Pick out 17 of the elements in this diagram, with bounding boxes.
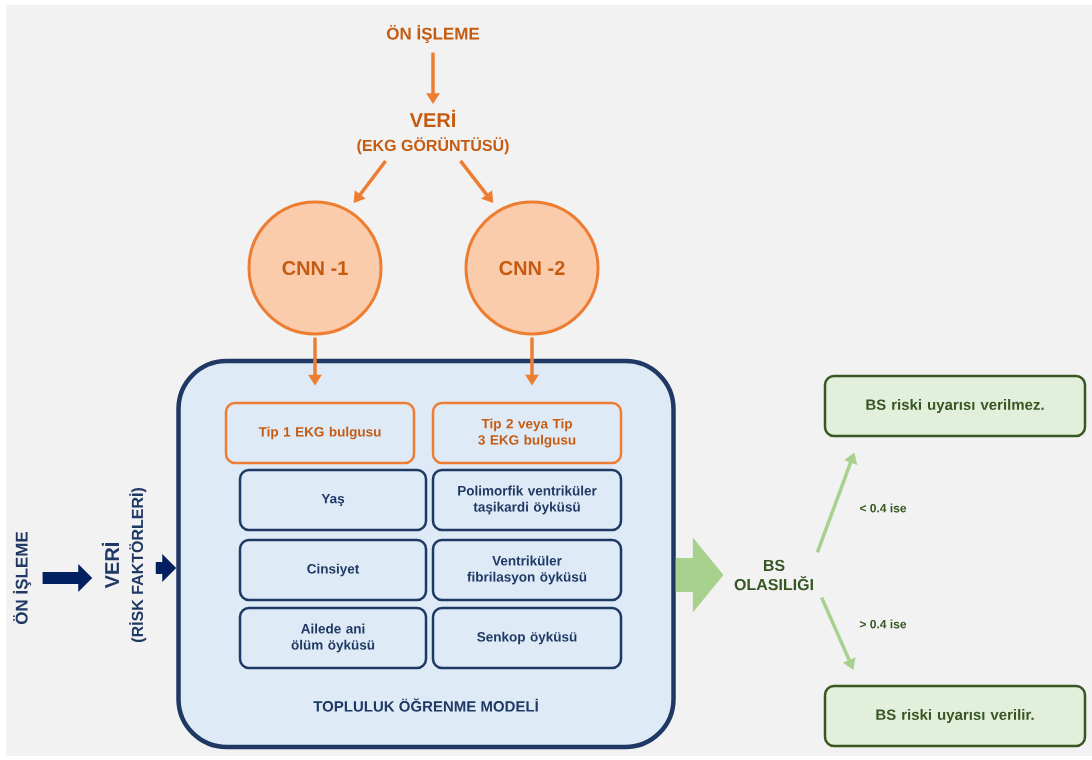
risk-factor-box: Senkop öyküsü — [431, 606, 623, 670]
risk-factor-box: Polimorfik ventriküler taşikardi öyküsü — [431, 468, 623, 532]
label-text: ÖN İŞLEME — [386, 24, 480, 44]
risk-factor-box: Ventriküler fibrilasyon öyküsü — [431, 538, 623, 602]
edge-label: < 0.4 ise — [858, 502, 908, 514]
risk-factor-box: Yaş — [238, 468, 428, 532]
risk-factor-box: Ailede ani ölüm öyküsü — [238, 606, 428, 670]
result-box: BS riski uyarısı verilir. — [823, 684, 1087, 748]
result-box: BS riski uyarısı verilmez. — [823, 374, 1087, 438]
edge-label: > 0.4 ise — [858, 618, 908, 630]
label-text: BS OLASILIĞI — [734, 559, 813, 591]
finding-box: Tip 1 EKG bulgusu — [224, 401, 416, 465]
risk-factor-box: Cinsiyet — [238, 538, 428, 602]
finding-box: Tip 2 veya Tip 3 EKG bulgusu — [431, 401, 623, 465]
label-text: ÖN İŞLEME — [12, 531, 32, 625]
data-label: VERİ (EKG GÖRÜNTÜSÜ) — [357, 109, 509, 155]
data-label: VERİ (RİSK FAKTÖRLERİ) — [101, 488, 147, 642]
